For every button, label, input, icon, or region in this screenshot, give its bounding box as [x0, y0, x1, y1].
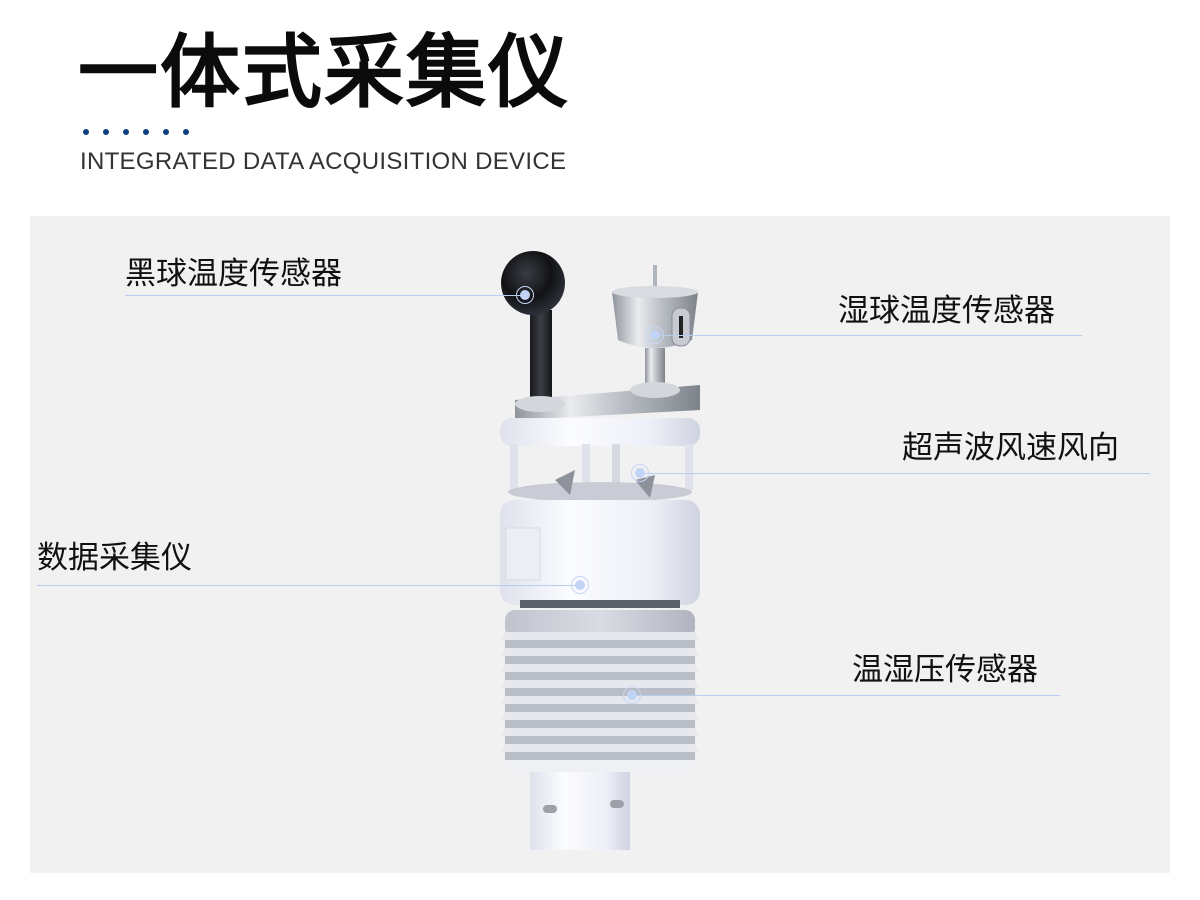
leader-line	[632, 695, 1060, 696]
dot-icon	[183, 129, 189, 135]
dot-icon	[83, 129, 89, 135]
callout-label-ultrasonic-wind: 超声波风速风向	[902, 430, 1119, 466]
callout-label-black-globe: 黑球温度传感器	[125, 256, 342, 292]
page-subtitle: INTEGRATED DATA ACQUISITION DEVICE	[80, 148, 567, 175]
callout-label-data-logger: 数据采集仪	[37, 540, 192, 576]
page-title: 一体式采集仪	[78, 26, 570, 119]
marker-icon[interactable]	[623, 686, 641, 704]
dot-icon	[103, 129, 109, 135]
dot-icon	[123, 129, 129, 135]
dot-icon	[143, 129, 149, 135]
title-dots	[83, 129, 189, 135]
callout-label-wet-bulb: 湿球温度传感器	[838, 293, 1055, 329]
leader-line	[125, 295, 525, 296]
leader-line	[655, 335, 1082, 336]
callout-label-thp-sensor: 温湿压传感器	[852, 652, 1038, 688]
marker-icon[interactable]	[631, 464, 649, 482]
marker-icon[interactable]	[646, 326, 664, 344]
dot-icon	[163, 129, 169, 135]
marker-icon[interactable]	[516, 286, 534, 304]
marker-icon[interactable]	[571, 576, 589, 594]
leader-line	[37, 585, 580, 586]
leader-line	[640, 473, 1150, 474]
